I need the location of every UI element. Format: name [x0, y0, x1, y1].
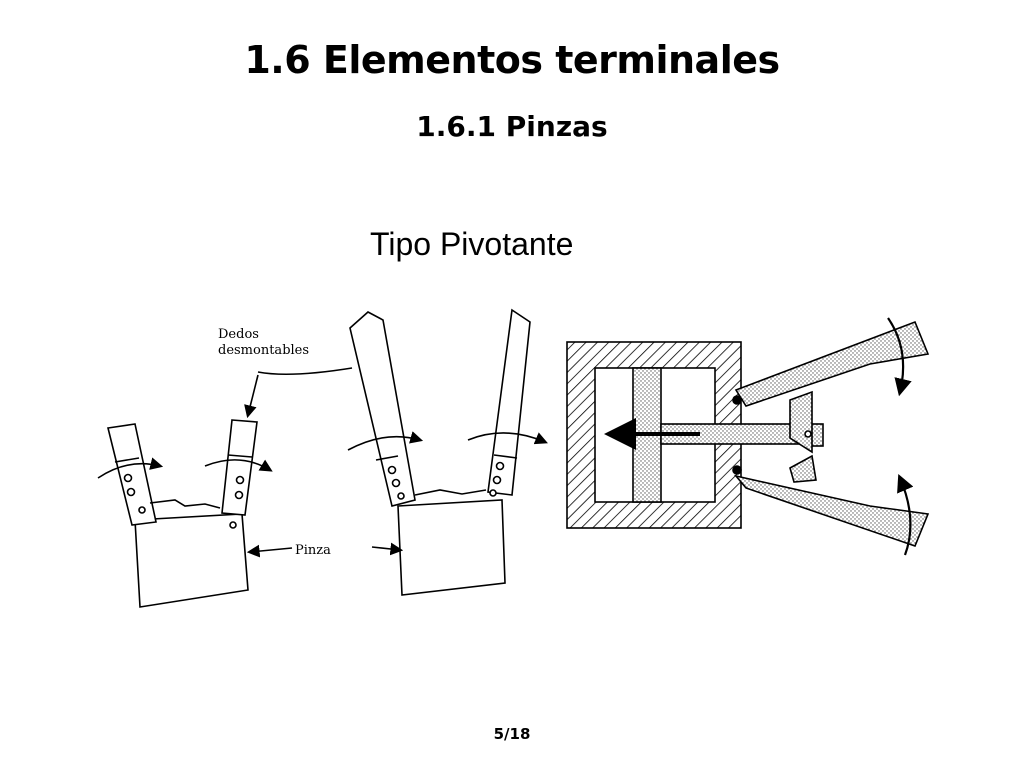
- piston-gripper-drawing: [566, 317, 930, 556]
- gripper-closed-drawing: [97, 367, 353, 608]
- diagram-caption: Tipo Pivotante: [370, 226, 574, 262]
- label-detachable-fingers-line2: desmontables: [218, 343, 309, 358]
- slide-subtitle: 1.6.1 Pinzas: [416, 110, 608, 143]
- label-detachable-fingers-line1: Dedos: [218, 327, 259, 342]
- page-number: 5/18: [493, 725, 531, 743]
- slide-title: 1.6 Elementos terminales: [244, 38, 780, 82]
- gripper-open-drawing: [347, 308, 548, 596]
- label-gripper: Pinza: [295, 543, 331, 558]
